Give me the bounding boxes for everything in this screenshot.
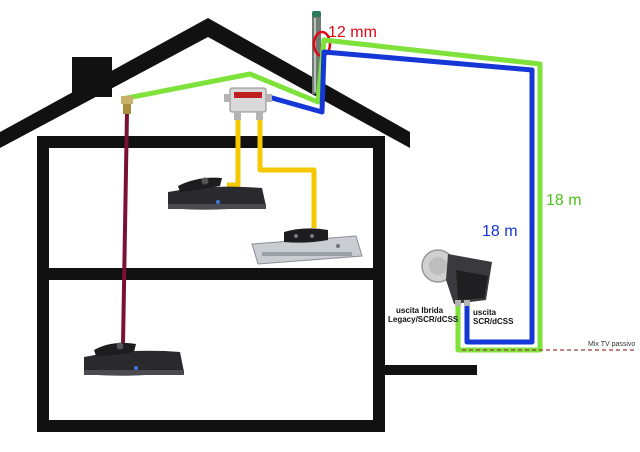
lnb-icon [421, 249, 492, 306]
mast-diameter-label: 12 mm [328, 24, 377, 41]
right-wall [373, 140, 385, 432]
splitter-icon [224, 87, 272, 120]
left-wall [37, 140, 49, 432]
remote-control-icon [284, 228, 328, 243]
sky-q-receiver-icon [84, 350, 184, 376]
top-floor-receiver [168, 177, 266, 210]
hybrid-output-label-line2: Legacy/SCR/dCSS [388, 315, 459, 324]
blue-cable-length-label: 18 m [482, 223, 518, 240]
scr-output-label-line2: SCR/dCSS [473, 317, 514, 326]
exterior-ledge [385, 365, 477, 375]
ground-floor [37, 420, 385, 432]
yellow-cable-1 [227, 118, 241, 188]
yellow-cable-2 [257, 118, 317, 228]
ground-floor-receiver [84, 342, 184, 376]
maroon-cable [121, 111, 129, 346]
remote-control-icon [178, 177, 222, 192]
mix-tv-label: Mix TV passivo [588, 341, 635, 348]
blue-cable [248, 49, 535, 345]
attic-floor [37, 136, 385, 148]
hybrid-output-label-line1: uscita Ibrida [396, 306, 444, 315]
remote-control-icon [94, 342, 136, 356]
middle-floor-decoder [251, 228, 363, 265]
sky-q-receiver-icon [168, 186, 266, 210]
upper-floor [37, 268, 385, 280]
coax-outlet-icon [121, 96, 133, 114]
scr-output-label-line1: uscita [473, 308, 497, 317]
house [0, 18, 477, 432]
green-cable-length-label: 18 m [546, 192, 582, 209]
